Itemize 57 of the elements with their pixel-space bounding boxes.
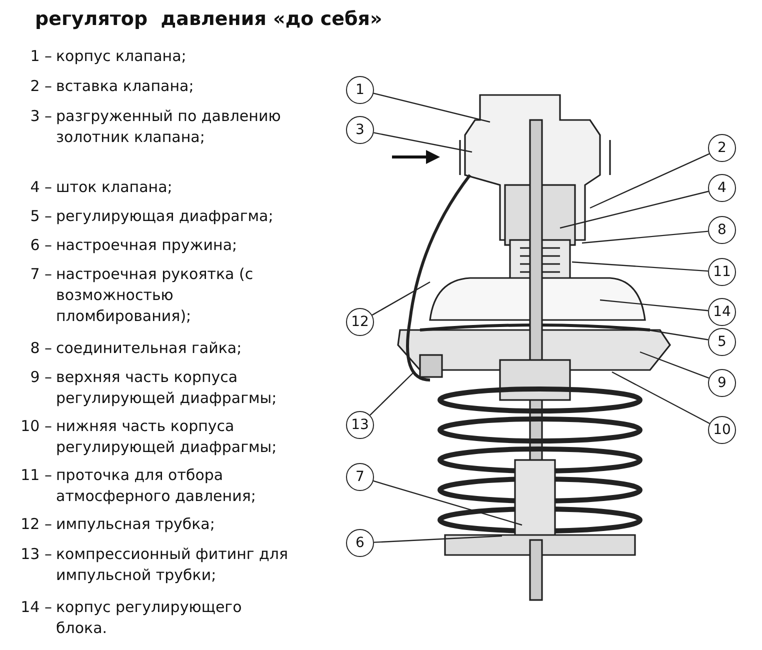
leader-line (600, 299, 708, 312)
part-description: настроечная пружина; (56, 235, 238, 256)
callout-number: 8 (708, 216, 736, 244)
leader-line (648, 329, 708, 340)
callout-number: 12 (346, 308, 374, 336)
part-description: нижняя часть корпуса регулирующей диафрагмы; (56, 416, 278, 458)
callout-number: 9 (708, 369, 736, 397)
callout-number: 11 (708, 258, 736, 286)
part-description: разгруженный по давлению золотник клапана; (56, 106, 282, 148)
callout-number: 10 (708, 416, 736, 444)
leader-line (582, 230, 708, 244)
callout-number: 3 (346, 116, 374, 144)
part-description: импульсная трубка; (56, 514, 216, 535)
callout-number: 4 (708, 174, 736, 202)
list-number: 10 – (20, 417, 52, 435)
list-number: 11 – (20, 466, 52, 484)
callout-number: 2 (708, 134, 736, 162)
part-description: регулирующая диафрагма; (56, 206, 274, 227)
list-number: 4 – (29, 178, 52, 196)
leader-line (640, 351, 710, 379)
list-number: 9 – (29, 368, 52, 386)
leader-line (374, 132, 472, 153)
list-number: 7 – (29, 265, 52, 283)
part-description: соединительная гайка; (56, 338, 243, 359)
title: регулятор давления «до себя» (35, 8, 382, 30)
leader-line (372, 281, 430, 316)
list-number: 12 – (20, 515, 52, 533)
leader-line (373, 480, 522, 526)
callout-number: 6 (346, 529, 374, 557)
list-number: 3 – (29, 107, 52, 125)
leader-line (374, 535, 502, 543)
list-number: 2 – (29, 77, 52, 95)
callout-number: 13 (346, 411, 374, 439)
part-description: верхняя часть корпуса регулирующей диафрагмы; (56, 367, 278, 409)
part-description: компрессионный фитинг для импульсной трубки; (56, 544, 290, 586)
list-number: 8 – (29, 339, 52, 357)
callout-number: 7 (346, 463, 374, 491)
part-description: проточка для отбора атмосферного давления; (56, 465, 257, 507)
part-description: корпус клапана; (56, 46, 188, 67)
list-number: 13 – (20, 545, 52, 563)
list-number: 5 – (29, 207, 52, 225)
callout-number: 1 (346, 76, 374, 104)
list-number: 14 – (20, 598, 52, 616)
callout-number: 5 (708, 328, 736, 356)
leader-line (370, 372, 414, 416)
leader-line (373, 92, 490, 123)
part-description: корпус регулирующего блока. (56, 597, 243, 639)
leader-line (612, 371, 710, 424)
callout-number: 14 (708, 298, 736, 326)
list-number: 6 – (29, 236, 52, 254)
part-description: шток клапана; (56, 177, 174, 198)
part-description: настроечная рукоятка (с возможностью пломбирования); (56, 264, 254, 327)
part-description: вставка клапана; (56, 76, 195, 97)
leader-line (590, 153, 710, 209)
list-number: 1 – (29, 47, 52, 65)
leader-line (572, 261, 708, 272)
leader-line (560, 190, 709, 229)
